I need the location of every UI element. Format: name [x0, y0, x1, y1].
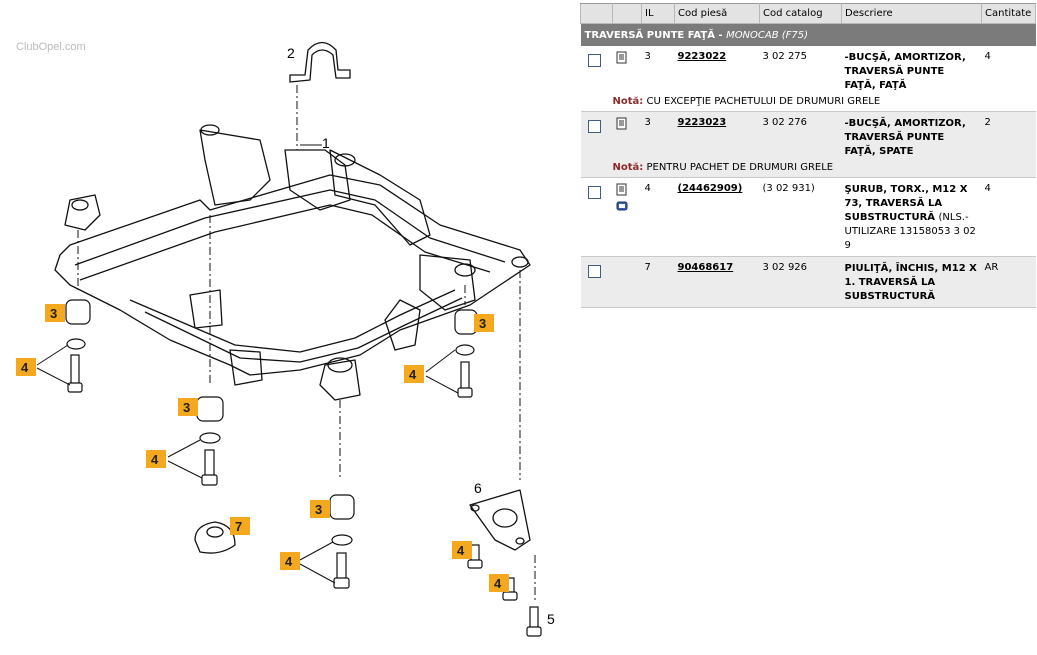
svg-text:7: 7: [235, 519, 242, 534]
callout-3-center-left[interactable]: 3: [178, 398, 198, 416]
row-quantity: 2: [981, 111, 1036, 162]
part-number-link[interactable]: 90468617: [677, 262, 734, 273]
callout-4-right[interactable]: 4: [404, 365, 424, 383]
svg-text:4: 4: [409, 367, 417, 382]
header-part-code[interactable]: Cod piesă: [674, 3, 760, 24]
row-il: 3: [641, 111, 675, 162]
callout-4-bracket-lower[interactable]: 4: [489, 574, 509, 592]
callout-3-center[interactable]: 3: [310, 500, 330, 518]
table-row: 7 90468617 3 02 926 PIULIŢĂ, ÎNCHIS, M12…: [580, 256, 1036, 308]
header-select[interactable]: [580, 3, 613, 24]
row-checkbox[interactable]: [587, 120, 601, 133]
watermark-text: ClubOpel.com: [16, 41, 86, 53]
row-catalog: 3 02 276: [759, 111, 842, 162]
row-catalog: 3 02 275: [762, 51, 808, 62]
svg-text:4: 4: [285, 554, 293, 569]
table-header: IL Cod piesă Cod catalog Descriere Canti…: [580, 3, 1036, 24]
document-icon[interactable]: [616, 51, 628, 64]
callout-4-center[interactable]: 4: [280, 552, 300, 570]
header-icon[interactable]: [612, 3, 642, 24]
svg-text:3: 3: [183, 400, 190, 415]
row-quantity: 4: [984, 51, 991, 62]
note-label: Notă:: [612, 162, 644, 173]
section-separator: -: [714, 29, 727, 41]
row-il: 7: [641, 256, 675, 308]
part-number-link[interactable]: 9223023: [677, 117, 727, 128]
row-description: -BUCŞĂ, AMORTIZOR, TRAVERSĂ PUNTE FAŢĂ, …: [841, 111, 982, 162]
callout-4-bracket-upper[interactable]: 4: [452, 541, 472, 559]
row-catalog: (3 02 931): [759, 177, 842, 257]
section-header: TRAVERSĂ PUNTE FAŢĂ - MONOCAB (F75): [580, 23, 1036, 46]
callout-4-center-left[interactable]: 4: [146, 450, 166, 468]
table-row: 3 9223023 3 02 276 -BUCŞĂ, AMORTIZOR, TR…: [580, 111, 1036, 162]
exploded-parts-diagram: ClubOpel.com 1 2 6 5 3 4 3 4 3 4 7 3 4 4…: [16, 41, 555, 637]
row-note: Notă: PENTRU PACHET DE DRUMURI GRELE: [580, 162, 1036, 178]
replacement-info-icon[interactable]: [616, 199, 628, 212]
part-number-link[interactable]: 9223022: [677, 51, 727, 62]
row-checkbox[interactable]: [587, 186, 601, 199]
part-label-1: 1: [322, 135, 330, 151]
part-label-2: 2: [287, 45, 295, 61]
callout-4-left[interactable]: 4: [16, 358, 36, 376]
header-catalog-code[interactable]: Cod catalog: [759, 3, 842, 24]
row-description-extra: (NLS.- UTILIZARE 13158053 3 02 9: [844, 212, 976, 251]
section-model: MONOCAB (F75): [726, 29, 809, 41]
svg-text:4: 4: [21, 360, 29, 375]
svg-text:4: 4: [151, 452, 159, 467]
row-note: Notă: CU EXCEPŢIE PACHETULUI DE DRUMURI …: [580, 96, 1036, 112]
row-checkbox[interactable]: [587, 54, 601, 67]
row-il: 4: [641, 177, 675, 257]
table-row: 3 9223022 3 02 275 -BUCŞĂ, AMORTIZOR, TR…: [581, 46, 1036, 96]
row-quantity: 4: [981, 177, 1036, 257]
row-description: -BUCŞĂ, AMORTIZOR, TRAVERSĂ PUNTE FAŢĂ, …: [844, 52, 966, 91]
header-description[interactable]: Descriere: [841, 3, 982, 24]
svg-text:3: 3: [50, 306, 57, 321]
note-text: CU EXCEPŢIE PACHETULUI DE DRUMURI GRELE: [646, 96, 881, 107]
row-description: ŞURUB, TORX., M12 X 73, TRAVERSĂ LA SUBS…: [841, 177, 982, 257]
row-checkbox[interactable]: [587, 265, 601, 278]
bracket-part-6: [469, 489, 531, 551]
row-il: 3: [644, 51, 651, 62]
part-number-link[interactable]: (24462909): [677, 183, 743, 194]
svg-text:3: 3: [315, 502, 322, 517]
header-il[interactable]: IL: [641, 3, 675, 24]
document-icon[interactable]: [616, 117, 628, 130]
svg-text:4: 4: [457, 543, 465, 558]
section-title: TRAVERSĂ PUNTE FAŢĂ: [584, 29, 715, 41]
document-icon[interactable]: [616, 183, 628, 196]
row-description: PIULIŢĂ, ÎNCHIS, M12 X 1. TRAVERSĂ LA SU…: [841, 256, 982, 308]
row-catalog: 3 02 926: [759, 256, 842, 308]
svg-text:4: 4: [494, 576, 502, 591]
note-text: PENTRU PACHET DE DRUMURI GRELE: [646, 162, 834, 173]
callout-3-left[interactable]: 3: [45, 304, 65, 322]
note-label: Notă:: [612, 96, 644, 107]
row-description-main: ŞURUB, TORX., M12 X 73, TRAVERSĂ LA SUBS…: [844, 184, 968, 223]
header-quantity[interactable]: Cantitate: [981, 3, 1036, 24]
part-label-5: 5: [547, 611, 555, 627]
parts-list: IL Cod piesă Cod catalog Descriere Canti…: [580, 3, 1036, 308]
row-quantity: AR: [981, 256, 1036, 308]
table-row: 4 (24462909) (3 02 931) ŞURUB, TORX., M1…: [580, 177, 1036, 257]
crossmember-frame: [54, 174, 531, 376]
callout-3-right[interactable]: 3: [474, 314, 494, 332]
svg-text:3: 3: [479, 316, 486, 331]
clamp-part-2: [289, 41, 351, 83]
callout-7[interactable]: 7: [230, 517, 250, 535]
part-label-6: 6: [474, 480, 482, 496]
